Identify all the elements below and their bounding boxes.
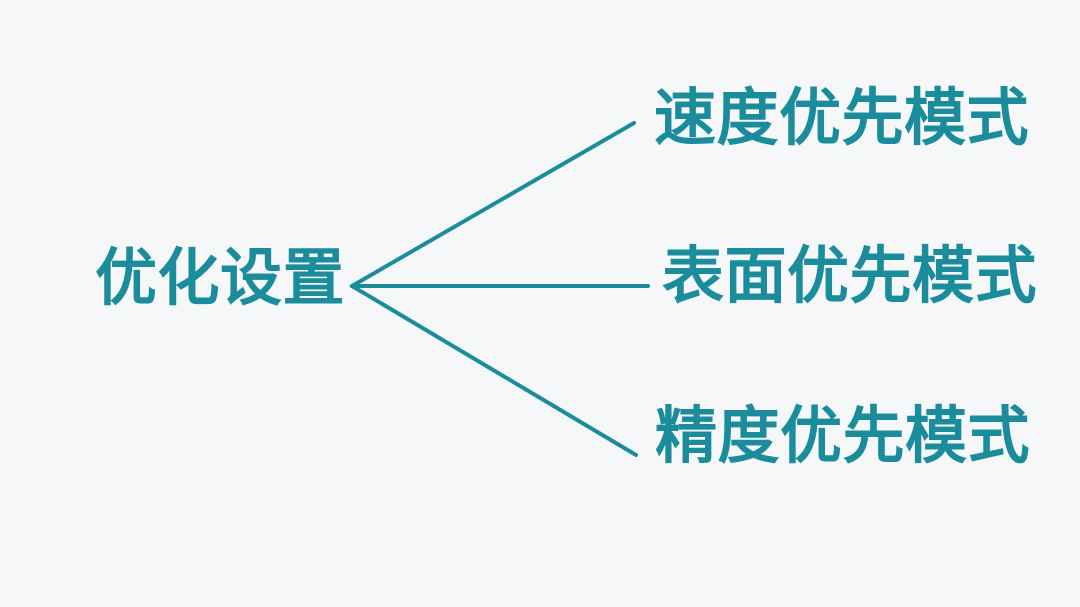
- branch-node-precision-priority: 精度优先模式: [655, 402, 1031, 471]
- root-node-label: 优化设置: [95, 244, 346, 313]
- connector-line-precision: [350, 284, 638, 457]
- branch-node-surface-priority: 表面优先模式: [662, 242, 1038, 311]
- connector-line-speed: [350, 121, 636, 288]
- branch-node-speed-priority: 速度优先模式: [654, 84, 1030, 153]
